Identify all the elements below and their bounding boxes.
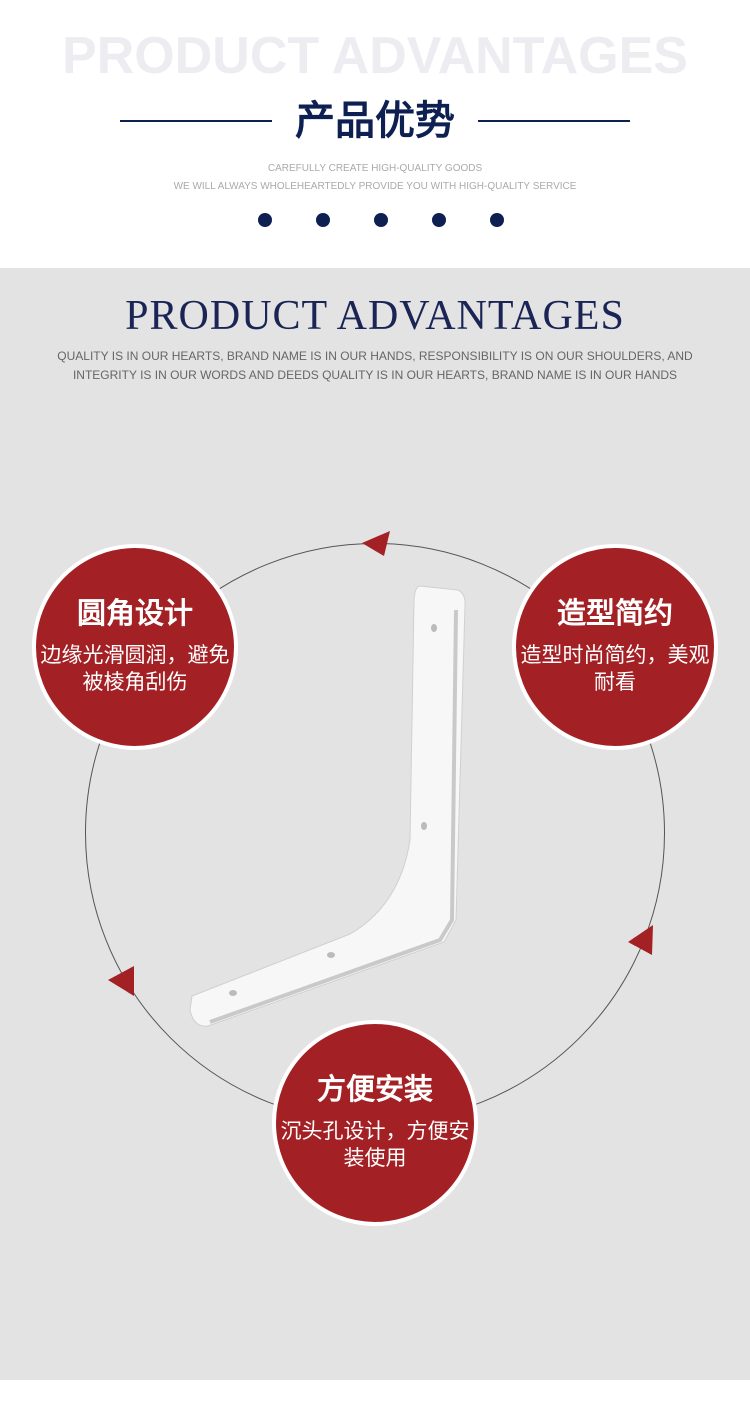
- feature-simple-design: 造型简约 造型时尚简约，美观耐看: [512, 544, 718, 750]
- arrow-icon: [362, 531, 390, 556]
- dot: [432, 213, 446, 227]
- dot: [316, 213, 330, 227]
- feature-title: 造型简约: [556, 596, 673, 630]
- feature-text: 造型时尚简约，美观耐看: [520, 643, 710, 694]
- feature-easy-install: 方便安装 沉头孔设计，方便安装使用: [272, 1020, 478, 1226]
- section-title: PRODUCT ADVANTAGES: [125, 293, 625, 339]
- arrow-icon: [628, 925, 653, 955]
- feature-rounded-corners: 圆角设计 边缘光滑圆润，避免被棱角刮伤: [32, 544, 238, 750]
- subtitle-2: WE WILL ALWAYS WHOLEHEARTEDLY PROVIDE YO…: [173, 181, 577, 192]
- dot: [374, 213, 388, 227]
- decorative-dots: [258, 213, 504, 227]
- subtitle-1: CAREFULLY CREATE HIGH-QUALITY GOODS: [267, 163, 483, 174]
- arrow-icon: [108, 966, 134, 996]
- divider-right: [478, 120, 630, 122]
- watermark-text: PRODUCT ADVANTAGES: [62, 27, 688, 85]
- dot: [258, 213, 272, 227]
- feature-title: 圆角设计: [76, 596, 193, 630]
- feature-title: 方便安装: [316, 1072, 433, 1106]
- feature-text: 边缘光滑圆润，避免被棱角刮伤: [40, 643, 230, 694]
- page-title: 产品优势: [295, 98, 455, 144]
- feature-text: 沉头孔设计，方便安装使用: [280, 1119, 470, 1170]
- dot: [490, 213, 504, 227]
- divider-left: [120, 120, 272, 122]
- header-section: PRODUCT ADVANTAGES 产品优势 CAREFULLY CREATE…: [0, 0, 750, 268]
- section-description: QUALITY IS IN OUR HEARTS, BRAND NAME IS …: [57, 349, 693, 382]
